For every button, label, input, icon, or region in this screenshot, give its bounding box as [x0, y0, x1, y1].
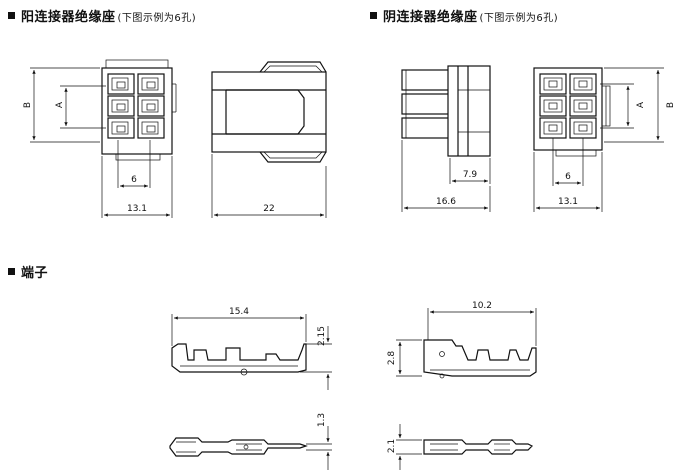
terminal-heading: 端子 [8, 262, 48, 281]
female-side-pin-top [401, 69, 451, 91]
female-front-body [533, 67, 603, 151]
male-terminal-top-outline [169, 437, 308, 457]
male-front-dim-B: B [23, 102, 33, 108]
male-front-dim-A: A [55, 101, 65, 108]
female-terminal-top-view: 2.1 [387, 424, 534, 470]
cavity [137, 73, 165, 95]
cavity [137, 117, 165, 139]
female-terminal-side-outline [423, 339, 537, 377]
male-terminal-dim-length: 15.4 [229, 307, 249, 317]
female-side-pin-bottom [401, 117, 451, 139]
female-terminal-dim-length: 10.2 [472, 301, 492, 311]
male-housing-title: 阳连接器绝缘座 [21, 10, 116, 25]
female-side-pin-mid [401, 93, 451, 115]
male-front-dim-pitch: 6 [131, 175, 137, 185]
female-terminal-dim-top-width: 2.1 [387, 439, 397, 453]
male-cavities [107, 73, 165, 139]
bullet-square-icon [8, 268, 15, 275]
male-housing-side-view: 22 [211, 61, 327, 218]
female-terminal-dim-height: 2.8 [387, 351, 397, 366]
terminal-title: 端子 [21, 266, 49, 281]
female-front-dim-A: A [636, 101, 646, 108]
male-side-body [211, 71, 327, 153]
female-cavities [539, 73, 597, 139]
cavity [107, 95, 135, 117]
cavity [539, 73, 567, 95]
female-housing-front-view: A B 6 13.1 [533, 67, 676, 212]
bullet-square-icon [370, 12, 377, 19]
bullet-square-icon [8, 12, 15, 19]
female-side-dim-length: 16.6 [436, 197, 456, 207]
male-front-body [101, 67, 173, 155]
male-terminal-side-view: 15.4 2.15 [171, 307, 332, 390]
cavity [107, 117, 135, 139]
male-housing-note: (下图示例为6孔) [117, 13, 197, 24]
male-terminal-dim-top-width: 1.3 [317, 413, 327, 427]
cavity [569, 95, 597, 117]
cavity [107, 73, 135, 95]
female-side-body [447, 65, 491, 157]
female-terminal-top-outline [423, 439, 534, 455]
male-front-dim-width: 13.1 [127, 204, 147, 214]
female-front-dim-pitch: 6 [565, 172, 571, 182]
male-housing-front-view: B A 6 13.1 [23, 59, 177, 218]
male-terminal-side-outline [171, 343, 307, 373]
female-terminal-side-view: 10.2 2.8 [387, 301, 537, 379]
male-housing-heading: 阳连接器绝缘座(下图示例为6孔) [8, 6, 196, 25]
female-front-dim-width: 13.1 [558, 197, 578, 207]
male-terminal-top-view: 1.3 [169, 413, 332, 470]
female-front-dim-B: B [666, 102, 676, 108]
cavity [137, 95, 165, 117]
female-housing-heading: 阴连接器绝缘座(下图示例为6孔) [370, 6, 558, 25]
male-terminal-dim-height: 2.15 [317, 326, 327, 346]
cavity [539, 95, 567, 117]
female-housing-title: 阴连接器绝缘座 [383, 10, 478, 25]
male-side-dim-length: 22 [263, 204, 274, 214]
cavity [569, 73, 597, 95]
female-side-dim-7-9: 7.9 [463, 170, 478, 180]
female-housing-note: (下图示例为6孔) [479, 13, 559, 24]
female-housing-side-view: 7.9 16.6 [401, 65, 491, 212]
